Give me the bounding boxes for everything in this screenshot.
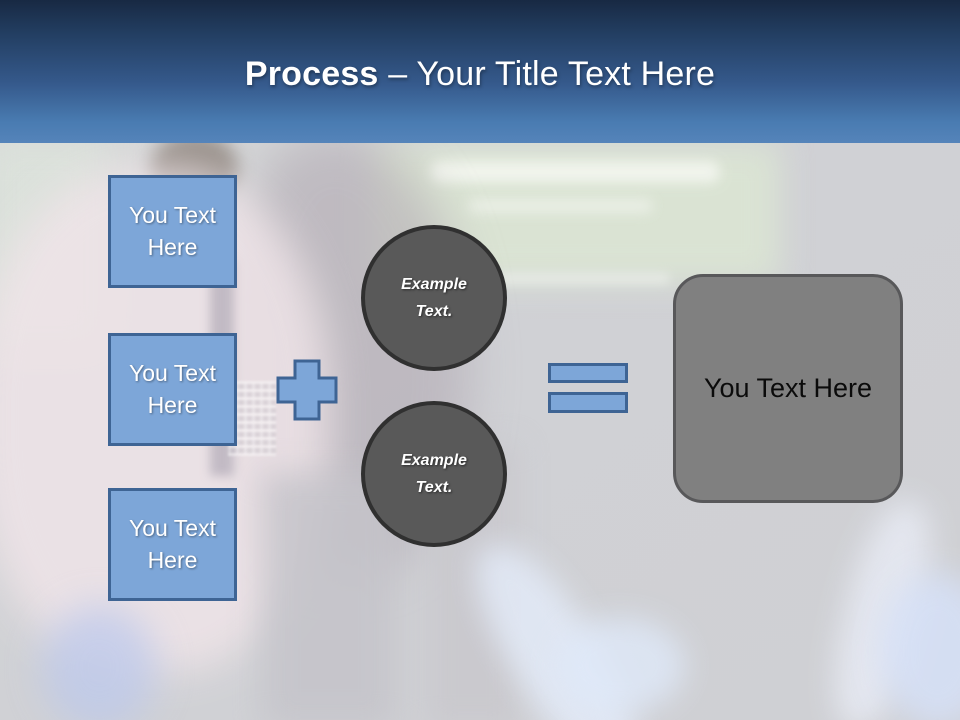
example-circle-2[interactable]: Example Text. [361, 401, 507, 547]
projection-screen-text-blur [468, 199, 653, 213]
equals-icon [548, 363, 628, 413]
slide-title[interactable]: Process – Your Title Text Here [245, 55, 715, 94]
equals-bar-top [548, 363, 628, 383]
result-box[interactable]: You Text Here [673, 274, 903, 503]
photo-blue-glow [42, 605, 157, 720]
slide-title-keyword: Process [244, 55, 379, 93]
projection-screen-text-blur [430, 273, 670, 284]
result-box-label: You Text Here [703, 373, 873, 403]
slide-title-rest: – Your Title Text Here [388, 55, 716, 93]
equals-bar-bottom [548, 392, 628, 413]
input-box-1[interactable]: You Text Here [108, 175, 237, 288]
input-box-3-label: You Text Here [129, 515, 216, 573]
projection-screen-text-blur [430, 161, 720, 183]
input-box-1-label: You Text Here [129, 202, 216, 260]
input-box-2-label: You Text Here [129, 360, 216, 418]
example-circle-1-label: Example Text. [401, 275, 467, 320]
example-circle-1[interactable]: Example Text. [361, 225, 507, 371]
example-circle-2-label: Example Text. [401, 451, 467, 496]
input-box-2[interactable]: You Text Here [108, 333, 237, 446]
slide-header: Process – Your Title Text Here [0, 0, 960, 143]
input-box-3[interactable]: You Text Here [108, 488, 237, 601]
plus-icon [276, 359, 338, 421]
photo-light-streak [555, 618, 685, 713]
